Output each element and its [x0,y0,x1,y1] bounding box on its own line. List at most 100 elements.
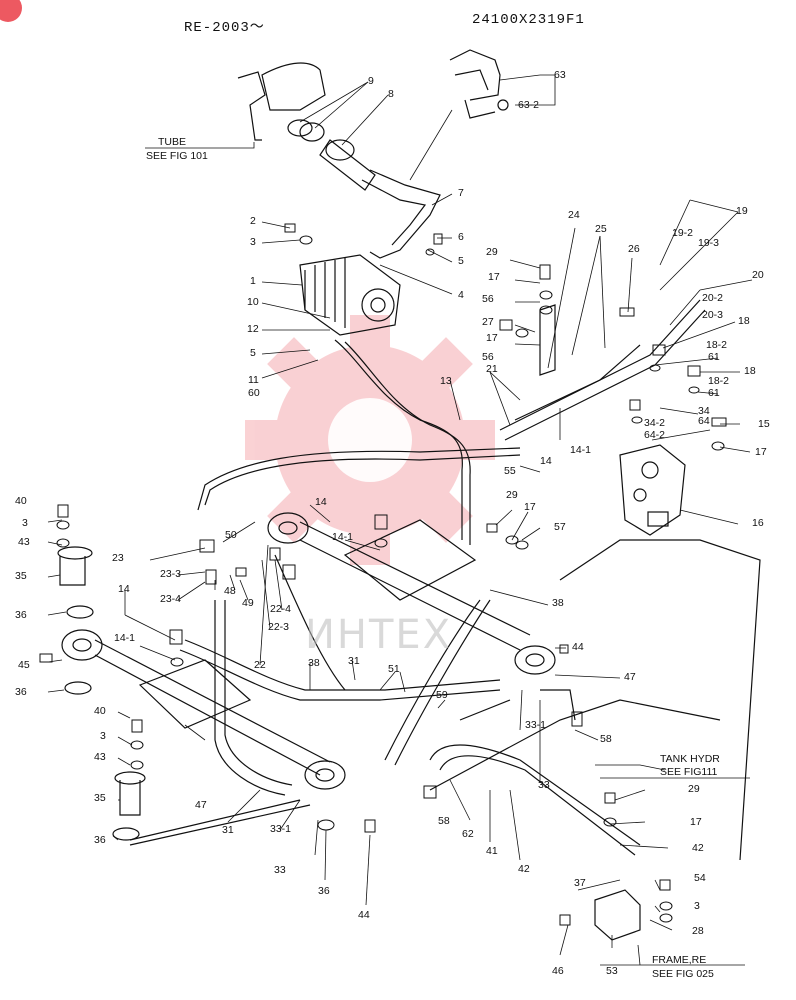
callout-label: 7 [458,187,464,199]
callout-label: 41 [486,845,498,857]
callout-label: 40 [94,705,106,717]
callout-label: 22-3 [268,621,290,633]
callout-label: 43 [18,536,30,548]
callout-label: 43 [94,751,106,763]
callout-label: 22-4 [270,603,292,615]
callout-label: 1 [250,275,256,287]
callout-label: 14-1 [114,632,136,644]
callout-label: 3 [250,236,256,248]
callout-label: 42 [692,842,704,854]
serial-range: RE-2003～ [184,20,265,36]
callout-label: 2 [250,215,256,227]
callout-label: 53 [606,965,618,977]
callout-label: 34-2 [644,417,666,429]
callout-label: 47 [624,671,636,683]
watermark-text: ИНТЕХ [305,612,453,658]
callout-label: 44 [572,641,584,653]
callout-label: 36 [318,885,330,897]
callout-label: 17 [488,271,500,283]
callout-label: 34 [698,405,710,417]
callout-label: 3 [694,900,700,912]
callout-label: 4 [458,289,464,301]
callout-label: 19-2 [672,227,694,239]
callout-label: 48 [224,585,236,597]
callout-label: 12 [247,323,259,335]
callout-label: 9 [368,75,374,87]
callout-label: 37 [574,877,586,889]
callout-label: 14 [315,496,327,508]
callout-label: 36 [15,686,27,698]
callout-label: 61 [708,387,720,399]
callout-label: 36 [94,834,106,846]
callout-label: 3 [100,730,106,742]
callout-label: 16 [752,517,764,529]
callout-label: 40 [15,495,27,507]
callout-label: 18-2 [706,339,728,351]
callout-label: 36 [15,609,27,621]
callout-label: 11 [248,374,259,386]
frame-ref-see: SEE FIG 025 [652,968,714,980]
callout-label: 51 [388,663,400,675]
callout-label: 18 [738,315,750,327]
callout-label: 5 [250,347,256,359]
tank-ref-see: SEE FIG111 [660,766,718,778]
callout-label: 31 [222,824,234,836]
callout-label: 63-2 [518,99,540,111]
callout-label: 17 [755,446,767,458]
callout-label: 31 [348,655,360,667]
callout-label: 35 [94,792,106,804]
callout-label: 49 [242,597,254,609]
callout-label: 58 [438,815,450,827]
callout-label: 20 [752,269,764,281]
callout-label: 54 [694,872,706,884]
callout-label: 60 [248,387,260,399]
callout-label: 33-1 [525,719,547,731]
callout-label: 14 [118,583,130,595]
callout-label: 33-1 [270,823,292,835]
callout-label: 33 [274,864,286,876]
callout-label: 20-3 [702,309,724,321]
callout-label: 18 [744,365,756,377]
callout-label: 20-2 [702,292,724,304]
callout-label: 42 [518,863,530,875]
callout-label: 5 [458,255,464,267]
callout-label: 63 [554,69,566,81]
callout-label: 29 [688,783,700,795]
callout-label: 23-4 [160,593,182,605]
callout-label: 23 [112,552,124,564]
callout-label: 10 [247,296,259,308]
callout-label: 29 [506,489,518,501]
callout-label: 19-3 [698,237,720,249]
callout-label: 62 [462,828,474,840]
callout-label: 56 [482,293,494,305]
callout-label: 27 [482,316,494,328]
callout-label: 19 [736,205,748,217]
tube-ref-see: SEE FIG 101 [146,150,208,162]
callout-label: 14 [540,455,552,467]
callout-label: 50 [225,529,237,541]
callout-label: 14-1 [570,444,592,456]
callout-label: 59 [436,689,448,701]
callout-label: 6 [458,231,464,243]
callout-label: 3 [22,517,28,529]
callout-label: 21 [486,363,498,375]
callout-label: 14-1 [332,531,354,543]
callout-label: 17 [690,816,702,828]
callout-label: 33 [538,779,550,791]
callout-label: 17 [486,332,498,344]
callout-label: 23-3 [160,568,182,580]
callout-label: 57 [554,521,566,533]
callout-label: 64-2 [644,429,666,441]
callout-label: 61 [708,351,720,363]
callout-label: 24 [568,209,580,221]
frame-ref-title: FRAME,RE [652,954,707,966]
callout-label: 38 [552,597,564,609]
callout-label: 44 [358,909,370,921]
callout-label: 18-2 [708,375,730,387]
callout-label: 22 [254,659,266,671]
callout-label: 38 [308,657,320,669]
callout-label: 15 [758,418,770,430]
callout-label: 29 [486,246,498,258]
callout-label: 25 [595,223,607,235]
